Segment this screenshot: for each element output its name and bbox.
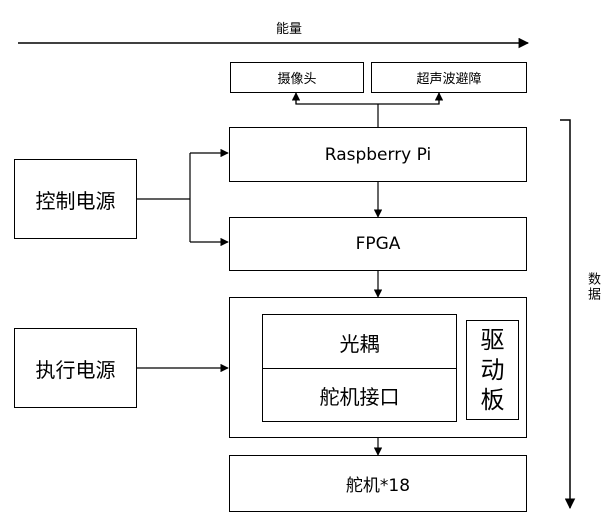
camera-label: 摄像头: [277, 72, 317, 87]
optocoupler-label: 光耦: [339, 331, 380, 356]
ultrasonic-box: 超声波避障: [371, 62, 527, 93]
driver-board-label: 驱动板: [480, 326, 505, 414]
pi-to-sensors-connector: [295, 93, 440, 127]
driver-board-label-box: 驱动板: [466, 320, 519, 420]
fpga-label: FPGA: [355, 234, 401, 254]
ultrasonic-label: 超声波避障: [416, 72, 482, 87]
control-power-box: 控制电源: [14, 159, 137, 239]
camera-box: 摄像头: [230, 62, 364, 93]
control-power-label: 控制电源: [35, 188, 116, 213]
energy-axis-label: 能量: [276, 22, 303, 37]
raspberry-pi-box: Raspberry Pi: [229, 127, 527, 182]
servo-interface-box: 舵机接口: [262, 368, 457, 422]
servo-interface-label: 舵机接口: [319, 384, 400, 409]
optocoupler-box: 光耦: [262, 314, 457, 370]
servos-label: 舵机*18: [345, 476, 411, 496]
fpga-box: FPGA: [229, 217, 527, 271]
actuator-power-label: 执行电源: [35, 357, 116, 382]
data-axis-label: 数据: [585, 272, 600, 302]
servos-box: 舵机*18: [229, 455, 527, 512]
raspberry-pi-label: Raspberry Pi: [324, 144, 432, 165]
control-power-connector: [137, 153, 191, 242]
actuator-power-box: 执行电源: [14, 328, 137, 408]
data-axis-bracket: [560, 119, 576, 510]
